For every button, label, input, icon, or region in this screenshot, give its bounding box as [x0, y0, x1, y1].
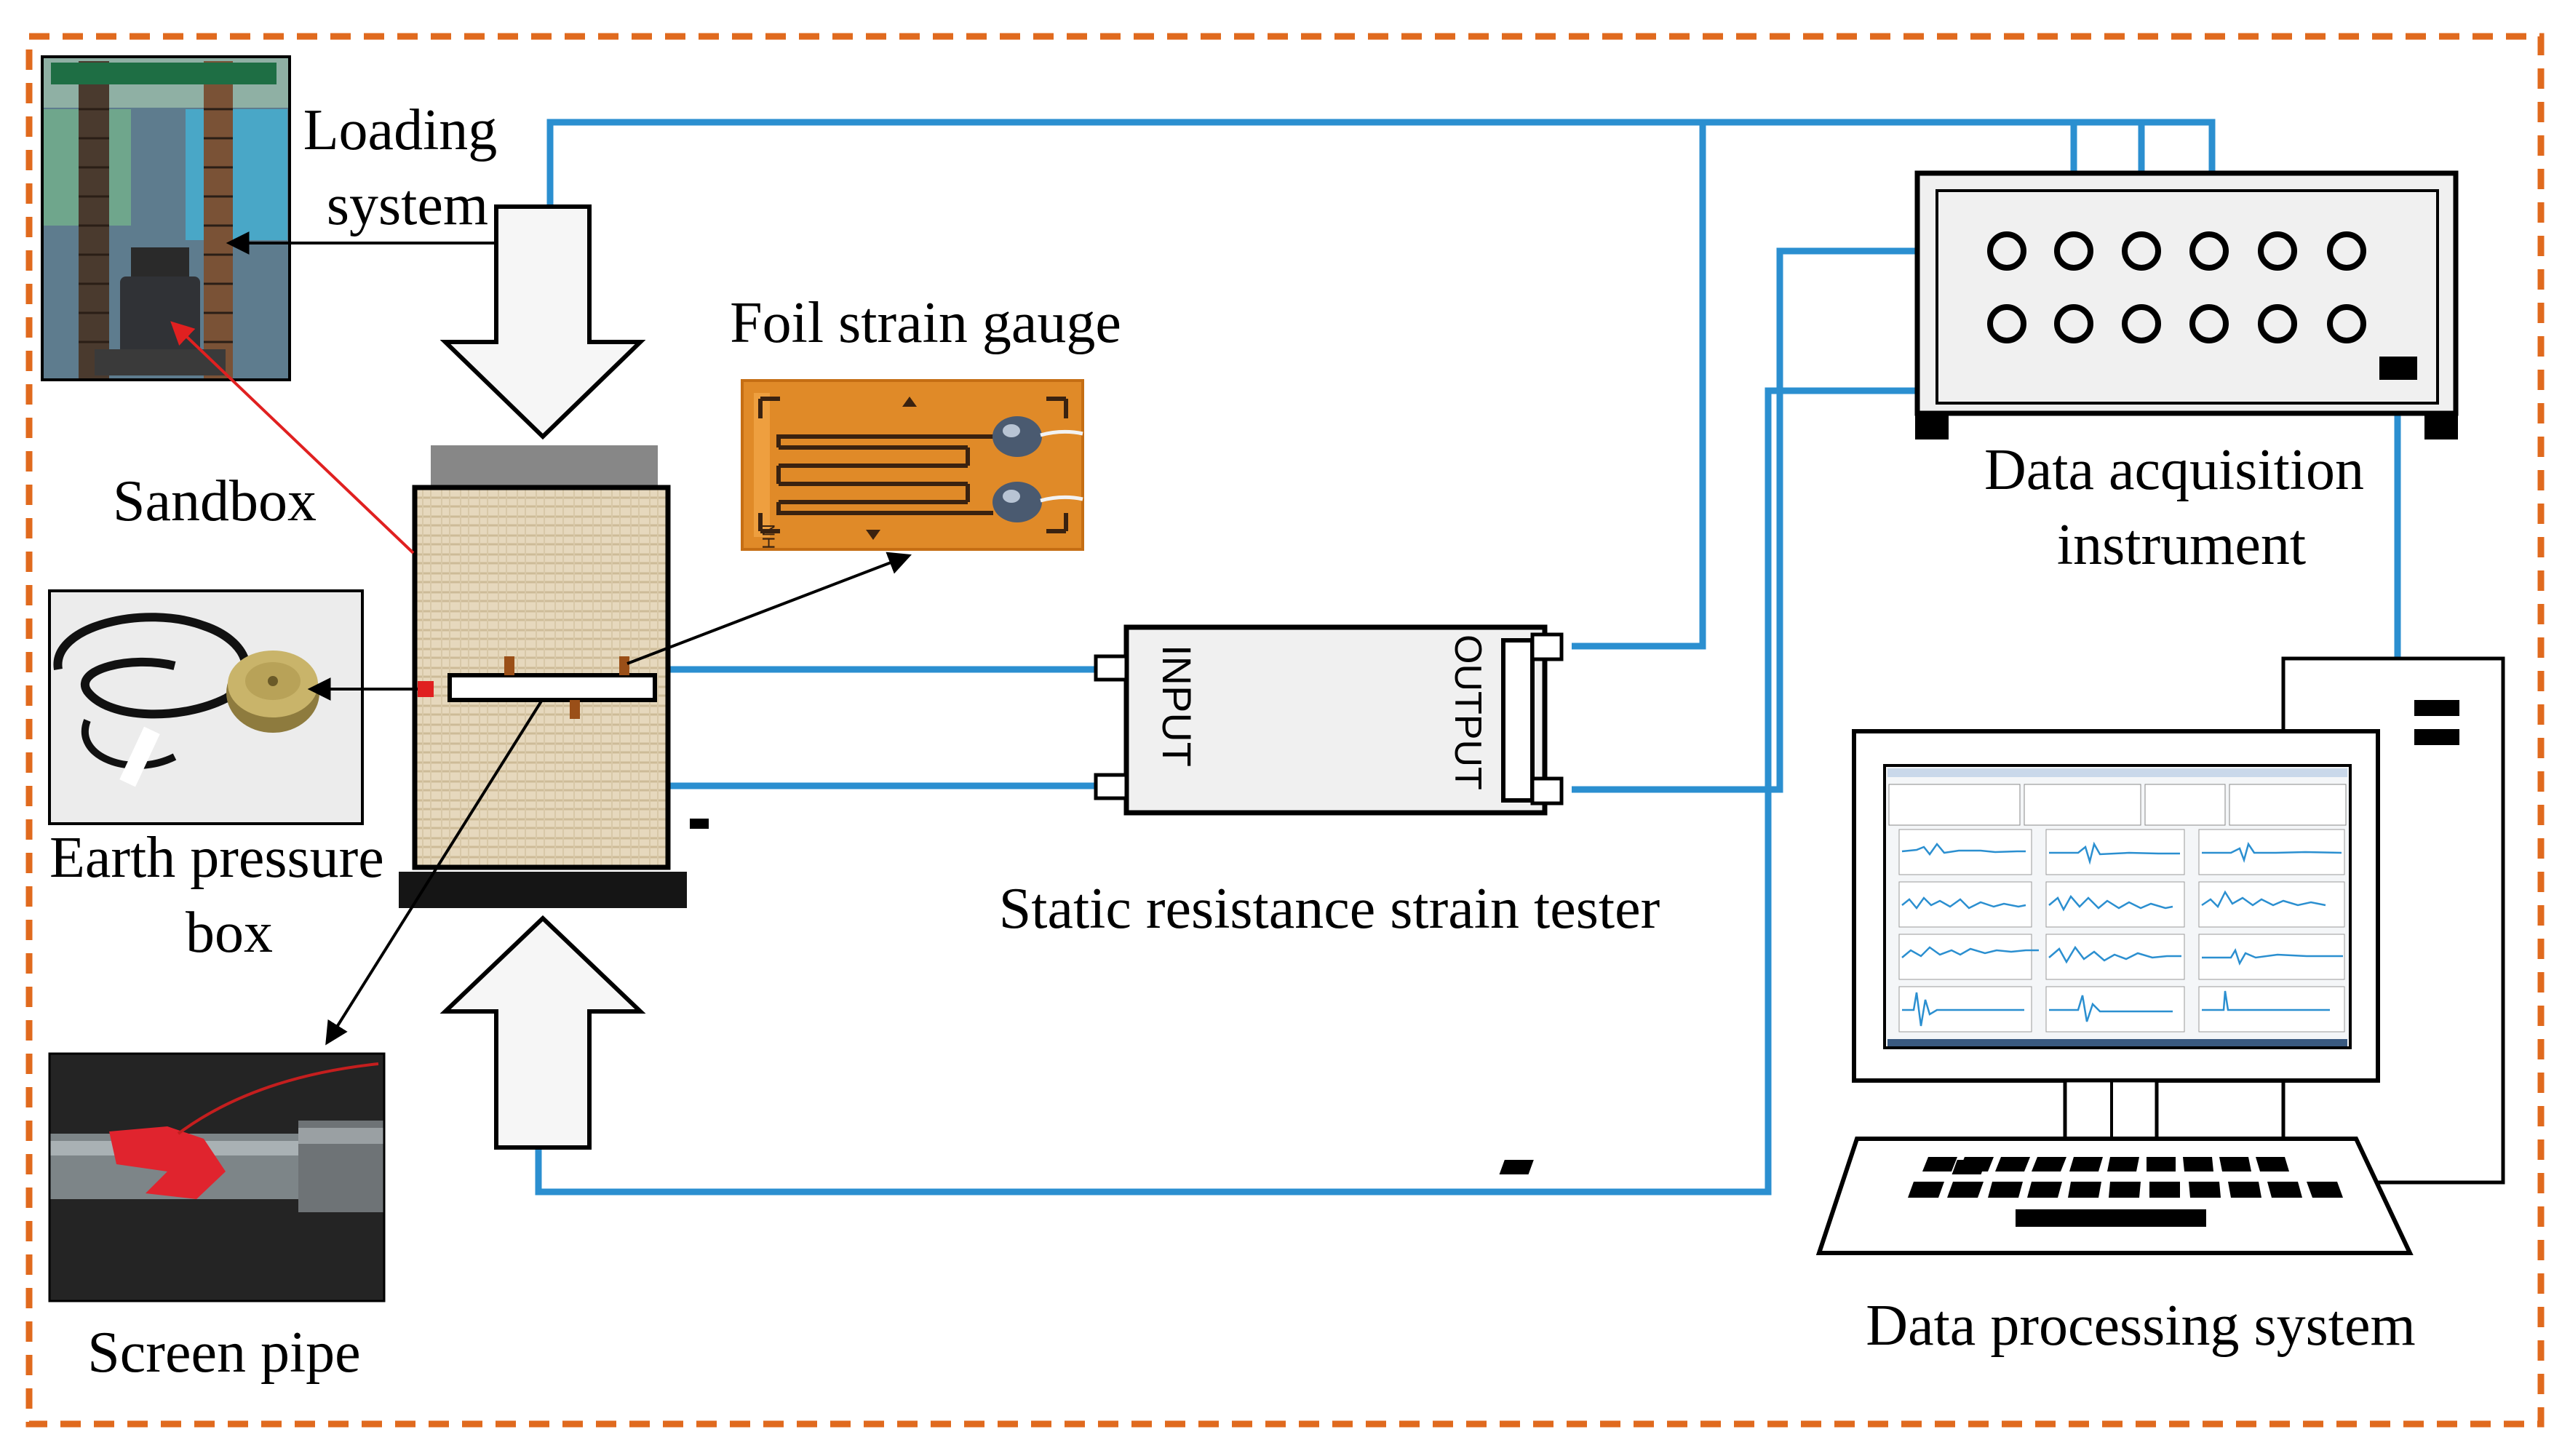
label-earth-pressure-2: box [186, 901, 273, 965]
daq-port [2327, 231, 2366, 271]
label-daq-1: Data acquisition [1984, 438, 2364, 502]
labels: Loading system Foil strain gauge Sandbox… [49, 98, 2416, 1385]
daq-port [1987, 304, 2026, 343]
pointer-screen-pipe [325, 699, 544, 1046]
daq-port [2327, 304, 2366, 343]
label-sandbox: Sandbox [113, 469, 317, 533]
tester-input-label: INPUT [1154, 645, 1200, 767]
daq-port [2189, 231, 2229, 271]
pointer-foil-gauge [626, 552, 912, 665]
label-loading-system-2: system [327, 173, 488, 237]
daq-port [2054, 231, 2093, 271]
label-loading-system-1: Loading [303, 98, 498, 162]
label-static-tester: Static resistance strain tester [999, 877, 1660, 941]
screen-pipe-photo [48, 1052, 386, 1302]
label-screen-pipe: Screen pipe [87, 1321, 360, 1385]
label-foil-strain-gauge: Foil strain gauge [730, 291, 1121, 355]
svg-text:NH: NH [758, 524, 778, 549]
daq-port [2054, 304, 2093, 343]
loading-system-photo [41, 55, 291, 381]
load-arrow-up [439, 915, 646, 1150]
daq-port [2122, 304, 2161, 343]
daq-port [2258, 231, 2297, 271]
data-processing-computer [1499, 656, 2505, 1255]
daq-port [2189, 304, 2229, 343]
daq-port [2258, 304, 2297, 343]
foil-strain-gauge-photo: NH [741, 379, 1084, 551]
pointer-sandbox [170, 321, 415, 554]
data-acquisition-instrument [1914, 170, 2459, 439]
pointer-lines [170, 231, 912, 1046]
daq-port [2122, 231, 2161, 271]
label-earth-pressure-1: Earth pressure [49, 826, 384, 890]
dashed-frame [25, 33, 2545, 1428]
static-resistance-strain-tester: INPUT OUTPUT [1094, 624, 1564, 816]
wire-output-daq [1572, 247, 1972, 793]
daq-port [1987, 231, 2026, 271]
label-daq-2: instrument [2057, 513, 2306, 577]
tester-output-label: OUTPUT [1447, 634, 1489, 790]
label-processing: Data processing system [1866, 1294, 2415, 1358]
earth-pressure-box-photo [48, 589, 364, 825]
sandbox [399, 445, 709, 908]
load-arrow-down [439, 204, 646, 440]
wire-output-up [1572, 122, 1706, 650]
